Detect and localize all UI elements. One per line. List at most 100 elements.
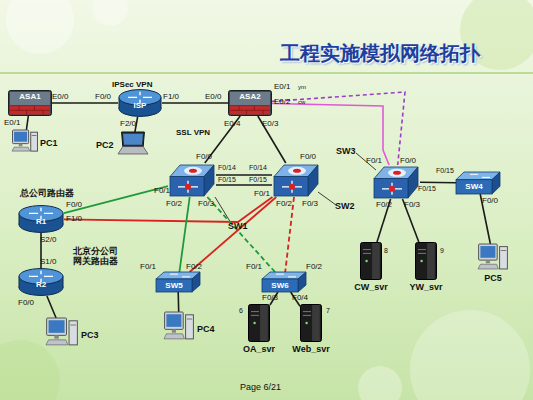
device-node: SW1 bbox=[168, 163, 216, 197]
device-node: SW4 bbox=[456, 172, 500, 194]
device-caption: 总公司路由器 bbox=[10, 188, 84, 198]
slide-title: 工程实施模拟网络拓扑 bbox=[280, 40, 480, 67]
interface-label: F0/0 bbox=[300, 152, 316, 161]
interface-label: 7 bbox=[326, 306, 330, 315]
interface-label: 6 bbox=[239, 306, 243, 315]
network-link bbox=[272, 92, 405, 165]
interface-label: cw bbox=[298, 98, 305, 107]
interface-label: F0/1 bbox=[246, 262, 262, 271]
device-node: Web_svr bbox=[300, 304, 322, 342]
mls-icon bbox=[168, 163, 216, 197]
interface-label: S2/0 bbox=[40, 235, 56, 244]
interface-label: F0/0 bbox=[95, 92, 111, 101]
server-icon bbox=[360, 242, 382, 280]
interface-label: F0/14 bbox=[218, 163, 236, 172]
device-name: PC2 bbox=[96, 140, 114, 150]
interface-label: SSL VPN bbox=[176, 128, 210, 137]
interface-label: E0/0 bbox=[52, 92, 68, 101]
interface-label: F0/2 bbox=[166, 199, 182, 208]
pc-icon bbox=[478, 244, 508, 270]
network-link bbox=[285, 197, 294, 272]
interface-label: F0/3 bbox=[302, 199, 318, 208]
mls-icon bbox=[372, 165, 420, 199]
network-link bbox=[64, 197, 273, 222]
interface-label: F0/15 bbox=[249, 175, 267, 184]
device-name: OA_svr bbox=[234, 344, 284, 354]
network-link bbox=[26, 116, 28, 130]
pc-icon bbox=[164, 312, 194, 340]
interface-label: F0/2 bbox=[276, 199, 292, 208]
interface-label: E0/1 bbox=[4, 118, 20, 127]
interface-label: IPSec VPN bbox=[112, 80, 152, 89]
interface-label: F0/4 bbox=[292, 293, 308, 302]
interface-label: E0/1 bbox=[274, 82, 290, 91]
interface-label: 8 bbox=[384, 246, 388, 255]
network-link bbox=[207, 197, 275, 272]
pc-icon bbox=[12, 130, 38, 152]
server-icon bbox=[415, 242, 437, 280]
interface-label: F0/0 bbox=[482, 196, 498, 205]
device-name: R1 bbox=[18, 205, 64, 233]
network-link bbox=[216, 174, 272, 176]
device-name: SW4 bbox=[456, 172, 500, 194]
device-caption: 北京分公司 网关路由器 bbox=[70, 246, 120, 266]
device-name: SW2 bbox=[335, 201, 355, 211]
interface-label: F1/0 bbox=[66, 214, 82, 223]
network-link bbox=[64, 186, 168, 213]
device-node: YW_svr bbox=[415, 242, 437, 280]
interface-label: F0/0 bbox=[400, 156, 416, 165]
device-node: SW6 bbox=[262, 272, 306, 292]
device-name: ASA2 bbox=[228, 90, 272, 116]
network-link bbox=[190, 197, 277, 272]
network-link bbox=[258, 116, 286, 163]
interface-label: S1/0 bbox=[40, 257, 56, 266]
laptop-icon bbox=[118, 132, 148, 154]
device-name: PC4 bbox=[197, 324, 215, 334]
device-name: PC5 bbox=[478, 273, 508, 283]
device-name: SW6 bbox=[262, 272, 306, 292]
interface-label: 9 bbox=[440, 246, 444, 255]
device-name: SW1 bbox=[228, 221, 248, 231]
interface-label: F0/1 bbox=[254, 189, 270, 198]
server-icon bbox=[300, 304, 322, 342]
interface-label: F0/14 bbox=[249, 163, 267, 172]
interface-label: F0/2 bbox=[186, 262, 202, 271]
interface-label: E0/4 bbox=[224, 119, 240, 128]
pc-icon bbox=[46, 318, 78, 346]
device-name: SW3 bbox=[336, 146, 356, 156]
device-node: 北京分公司 网关路由器R2 bbox=[18, 268, 64, 296]
interface-label: F0/3 bbox=[198, 199, 214, 208]
interface-label: F0/3 bbox=[404, 200, 420, 209]
interface-label: ym bbox=[298, 83, 306, 92]
device-name: PC3 bbox=[81, 330, 99, 340]
device-node: PC5 bbox=[478, 244, 508, 270]
device-node: PC1 bbox=[12, 130, 38, 152]
interface-label: F0/1 bbox=[140, 262, 156, 271]
device-name: ISP bbox=[118, 89, 162, 117]
device-node: PC2 bbox=[118, 132, 148, 154]
network-link bbox=[179, 197, 189, 272]
device-node: SW3 bbox=[372, 165, 420, 199]
device-node: PC4 bbox=[164, 312, 194, 340]
device-node: SW2 bbox=[272, 163, 320, 197]
interface-label: F0/15 bbox=[436, 166, 454, 175]
interface-label: F0/0 bbox=[18, 298, 34, 307]
interface-label: F0/0 bbox=[196, 152, 212, 161]
interface-label: F0/0 bbox=[66, 200, 82, 209]
interface-label: E0/3 bbox=[262, 119, 278, 128]
device-name: R2 bbox=[18, 268, 64, 296]
device-name: ASA1 bbox=[8, 90, 52, 116]
device-name: SW5 bbox=[156, 272, 200, 292]
interface-label: F2/0 bbox=[120, 119, 136, 128]
interface-label: E0/0 bbox=[205, 92, 221, 101]
network-link bbox=[162, 102, 228, 104]
device-name: PC1 bbox=[40, 138, 58, 148]
network-link bbox=[216, 184, 272, 186]
interface-label: F0/15 bbox=[418, 184, 436, 193]
server-icon bbox=[248, 304, 270, 342]
network-link bbox=[420, 182, 456, 184]
network-link bbox=[47, 296, 56, 318]
page-number: Page 6/21 bbox=[240, 383, 281, 392]
interface-label: F0/2 bbox=[306, 262, 322, 271]
